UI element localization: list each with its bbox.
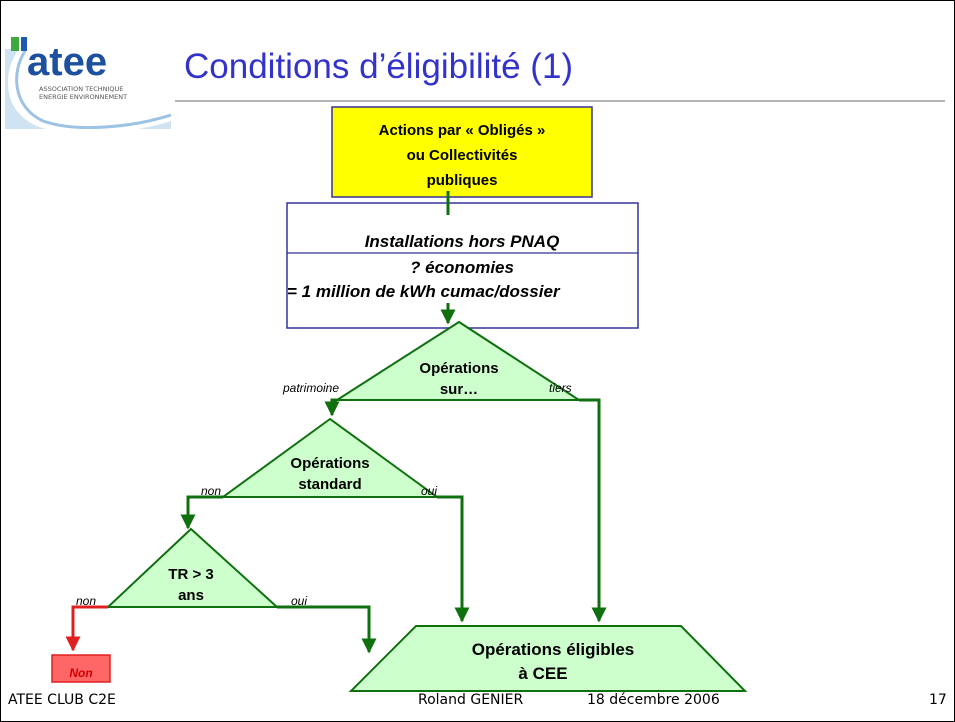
title-rule	[175, 100, 945, 102]
box-actions-obliges	[331, 106, 593, 198]
decision-2-line-1: Opérations	[290, 455, 369, 472]
footer-club: ATEE CLUB C2E	[8, 692, 116, 708]
decision-1-line-1: Opérations	[419, 360, 498, 377]
box-non	[51, 654, 111, 683]
label-oui-2: oui	[291, 594, 307, 608]
footer-date: 18 décembre 2006	[587, 692, 720, 708]
footer-page-number: 17	[929, 692, 947, 708]
label-non-2: non	[76, 594, 96, 608]
footer-author: Roland GENIER	[418, 692, 524, 708]
decision-1-line-2: sur…	[440, 381, 478, 398]
logo-mark-blue	[21, 37, 27, 51]
decision-operations-sur	[333, 320, 583, 401]
atee-logo: atee ASSOCIATION TECHNIQUE ENERGIE ENVIR…	[5, 37, 171, 129]
box-actions-line-1: Actions par « Obligés »	[379, 122, 546, 139]
label-non-1: non	[201, 484, 221, 498]
arrow-non-to-decision-3	[180, 495, 223, 530]
decision-2-line-2: standard	[298, 476, 361, 493]
logo-brand: atee	[27, 40, 107, 84]
arrow-oui-tr-to-eligible	[277, 605, 377, 654]
box-actions-line-2: ou Collectivités	[407, 147, 518, 164]
decision-3-line-1: TR > 3	[168, 566, 213, 583]
logo-mark-green	[11, 37, 19, 51]
box-installations-line-2: ? économies	[410, 258, 514, 277]
page-title: Conditions d’éligibilité (1)	[184, 47, 574, 86]
result-operations-eligibles	[348, 625, 748, 692]
decision-3-line-2: ans	[178, 587, 204, 604]
logo-line1: ASSOCIATION TECHNIQUE	[39, 85, 123, 93]
decision-tr-3-ans	[105, 527, 280, 608]
label-tiers: tiers	[549, 381, 572, 395]
arrow-tiers-to-eligible	[579, 398, 607, 623]
box-non-label: Non	[69, 666, 92, 680]
logo-line2: ENERGIE ENVIRONNEMENT	[39, 93, 127, 101]
label-oui-1: oui	[421, 484, 437, 498]
box-installations-line-1: Installations hors PNAQ	[365, 232, 560, 251]
decision-operations-standard	[219, 417, 441, 498]
label-patrimoine: patrimoine	[282, 381, 339, 395]
arrow-patrimoine-to-decision-2	[324, 398, 340, 417]
arrow-non-to-non-box	[65, 605, 108, 652]
box-actions-line-3: publiques	[427, 172, 498, 189]
box-installations-line-3: = 1 million de kWh cumac/dossier	[287, 282, 561, 301]
result-eligible-line-2: à CEE	[518, 664, 567, 683]
logo-swoosh	[5, 49, 171, 129]
arrow-oui-to-eligible	[437, 495, 470, 623]
result-eligible-line-1: Opérations éligibles	[472, 640, 635, 659]
